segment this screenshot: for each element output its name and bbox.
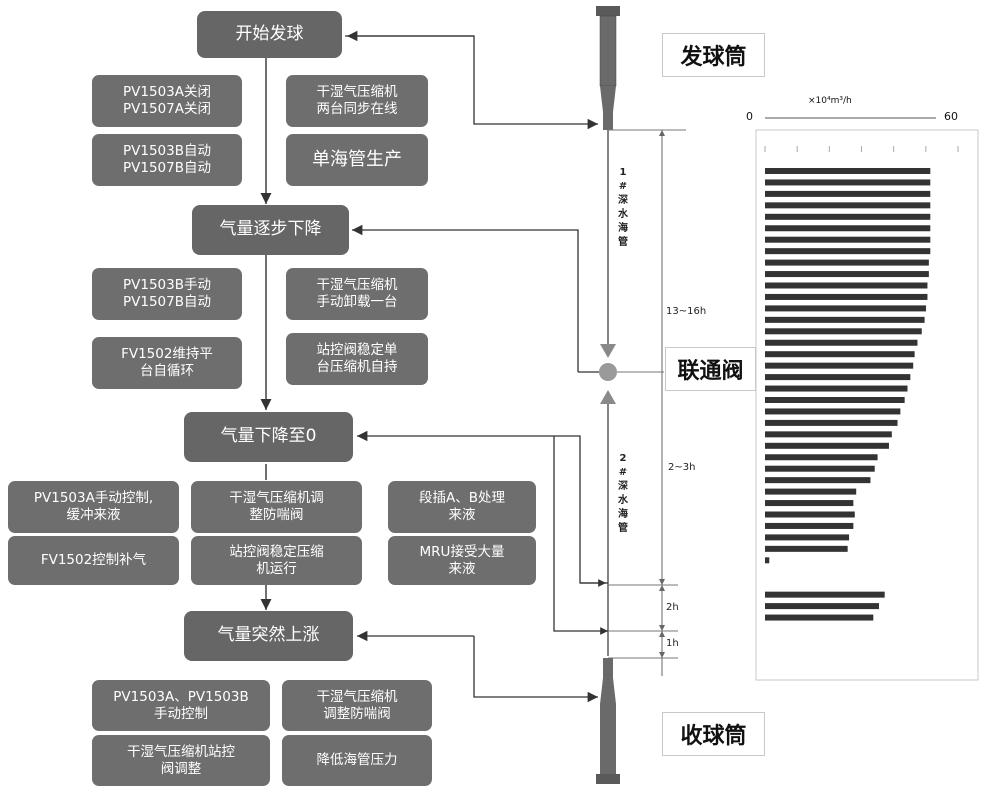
chart-axis-max: 60 xyxy=(944,110,958,123)
chart-bar xyxy=(765,351,915,358)
chart-bar xyxy=(765,500,854,507)
box-pv1503a-manual: PV1503A手动控制, 缓冲来液 xyxy=(8,481,179,533)
receiver-cylinder xyxy=(596,658,620,784)
box-pv1503-manual-both: PV1503A、PV1503B 手动控制 xyxy=(92,680,270,731)
chart-bar xyxy=(765,305,927,312)
chart-bar xyxy=(765,385,908,392)
chart-bar xyxy=(765,603,879,610)
connector-receive xyxy=(473,636,598,703)
chart-bar xyxy=(765,442,889,449)
chart-bar xyxy=(765,534,850,541)
chart-bar xyxy=(765,248,931,255)
box-compressor-antisurge: 干湿气压缩机 调整防喘阀 xyxy=(282,680,432,731)
chart-tick-row xyxy=(764,146,959,152)
label-launcher: 发球筒 xyxy=(662,33,765,77)
chart-bar xyxy=(765,477,871,484)
chart-bars xyxy=(765,168,931,621)
chart-bar xyxy=(765,213,931,220)
box-compressor-station-valve: 干湿气压缩机站控 阀调整 xyxy=(92,735,270,786)
box-pv1503b-manual: PV1503B手动 PV1507B自动 xyxy=(92,268,242,320)
box-antisurge-adjust: 干湿气压缩机调 整防喘阀 xyxy=(191,481,362,533)
chart-bar xyxy=(765,179,931,186)
box-single-pipe: 单海管生产 xyxy=(286,134,428,186)
chart-bar xyxy=(765,339,918,346)
chart-bar xyxy=(765,511,855,518)
box-mru-liquid: MRU接受大量 来液 xyxy=(388,536,536,585)
duration-13-16h: 13~16h xyxy=(666,306,707,317)
chart-bar xyxy=(765,271,929,278)
chart-frame xyxy=(755,129,979,681)
launcher-cylinder xyxy=(596,6,620,130)
chart-bar xyxy=(765,316,925,323)
step-start-launch: 开始发球 xyxy=(197,11,342,58)
chart-bar xyxy=(765,190,931,197)
label-receiver: 收球筒 xyxy=(662,712,765,756)
chart-bar xyxy=(765,259,929,266)
chart-bar xyxy=(765,614,874,621)
chart-bar xyxy=(765,465,875,472)
chart-bar xyxy=(765,293,928,300)
chart-bar xyxy=(765,362,914,369)
box-lower-pipe-pressure: 降低海管压力 xyxy=(282,735,432,786)
chart-bar xyxy=(765,282,928,289)
chart-bar xyxy=(765,168,931,174)
chart-bar xyxy=(765,431,892,438)
chart-bar xyxy=(765,374,911,381)
chart-bar xyxy=(765,557,770,564)
box-fv1502-circulation: FV1502维持平 台自循环 xyxy=(92,337,242,389)
box-fv1502-makeup: FV1502控制补气 xyxy=(8,536,179,585)
chart-bar xyxy=(765,419,898,426)
connector-step2 xyxy=(352,224,579,372)
pipe1-label: 1 # 深 水 海 管 xyxy=(618,167,628,248)
chart-bar xyxy=(765,225,931,232)
box-slug-catcher: 段插A、B处理 来液 xyxy=(388,481,536,533)
chart-bar xyxy=(765,408,901,415)
step-gas-decrease: 气量逐步下降 xyxy=(192,205,349,255)
duration-2h: 2h xyxy=(666,602,679,613)
chart-unit-label: ×10⁴m³/h xyxy=(808,96,852,106)
chart-axis-min: 0 xyxy=(746,110,753,123)
chart-bar xyxy=(765,545,848,552)
box-pv1503a-close: PV1503A关闭 PV1507A关闭 xyxy=(92,75,242,127)
label-valve: 联通阀 xyxy=(665,347,756,391)
step-gas-surge: 气量突然上涨 xyxy=(184,611,353,661)
connector-step4 xyxy=(553,436,608,635)
pipe2-label: 2 # 深 水 海 管 xyxy=(618,453,628,534)
chart-bar xyxy=(765,236,931,243)
chart-bar xyxy=(765,488,857,495)
step-gas-zero: 气量下降至0 xyxy=(184,412,353,462)
chart-bar xyxy=(765,454,878,461)
valve-icon xyxy=(599,344,664,404)
duration-2-3h: 2~3h xyxy=(668,462,696,473)
box-station-valve-single: 站控阀稳定单 台压缩机自持 xyxy=(286,333,428,385)
box-pv1503b-auto: PV1503B自动 PV1507B自动 xyxy=(92,134,242,186)
chart-bar xyxy=(765,328,922,335)
box-station-valve-stable: 站控阀稳定压缩 机运行 xyxy=(191,536,362,585)
chart-bar xyxy=(765,397,905,403)
box-unload-compressor: 干湿气压缩机 手动卸载一台 xyxy=(286,268,428,320)
box-compressors-online: 干湿气压缩机 两台同步在线 xyxy=(286,75,428,127)
duration-1h: 1h xyxy=(666,638,679,649)
chart-bar xyxy=(765,202,931,209)
chart-bar xyxy=(765,522,854,529)
chart-bar xyxy=(765,591,885,598)
